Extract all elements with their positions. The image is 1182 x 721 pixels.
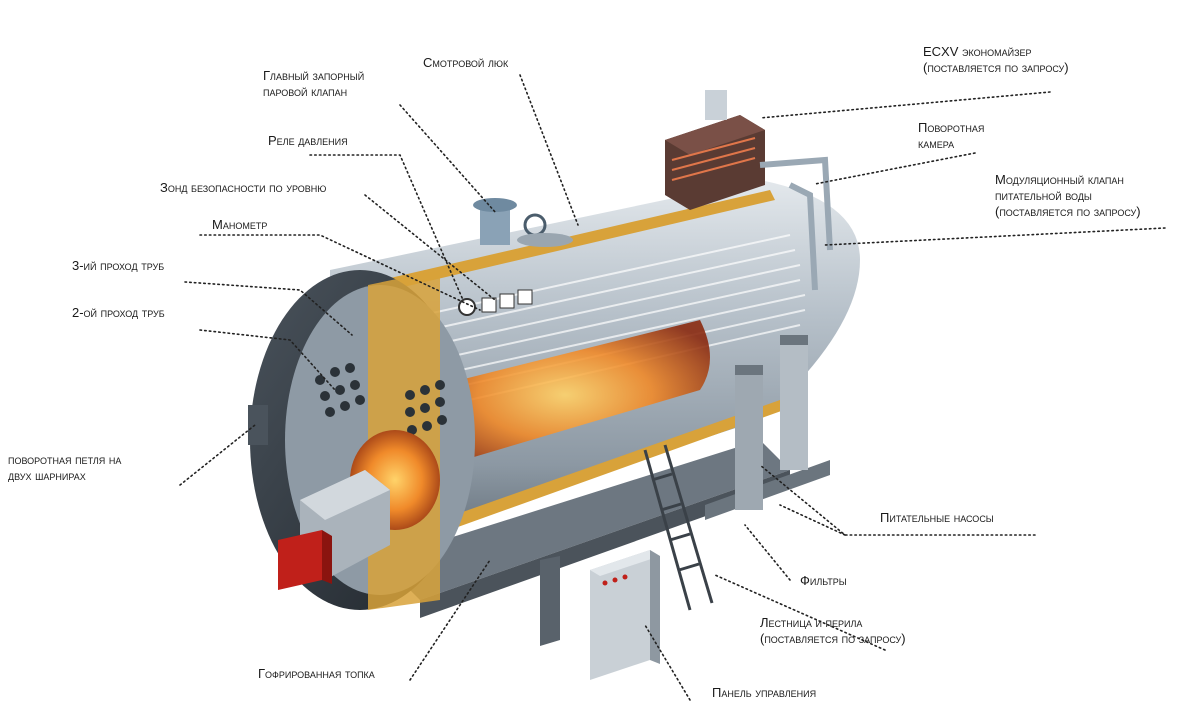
base-frame (380, 440, 790, 646)
label-zond: Зонд безопасности по уровню (160, 180, 327, 195)
label-ekonomaizer: ECXV экономайзер (поставляется по запрос… (923, 44, 1069, 75)
inspection-hatch (517, 233, 573, 247)
label-lestnitsa: Лестница и перила (поставляется по запро… (760, 615, 906, 646)
label-smotrovoi-luk: Смотровой люк (423, 55, 509, 70)
label-prokhod3: 3-ий проход труб (72, 258, 165, 273)
label-manometr: Манометр (212, 217, 268, 232)
economizer (665, 90, 765, 210)
hinge (248, 405, 268, 445)
feed-pumps (705, 335, 830, 520)
label-pitatelnye-nasosy: Питательные насосы (880, 510, 994, 525)
label-petlya: поворотная петля на двух шарнирах (8, 452, 122, 483)
gauge-panel (458, 289, 533, 316)
burner (278, 470, 390, 590)
ladder (643, 444, 714, 611)
label-filtry: Фильтры (800, 573, 847, 588)
leader-lines (179, 74, 1166, 701)
label-prokhod2: 2-ой проход труб (72, 305, 165, 320)
label-panel: Панель управления (712, 685, 817, 700)
label-rele-davleniya: Реле давления (268, 133, 348, 148)
feed-piping (759, 156, 833, 291)
label-glavnyi-klapan: Главный запорный паровой клапан (263, 68, 365, 99)
label-povorotnaya-kamera: Поворотная камера (918, 120, 985, 151)
label-topka: Гофрированная топка (258, 666, 375, 681)
label-modulyatsionnyi-klapan: Модуляционный клапан питательной воды (п… (995, 172, 1141, 219)
control-panel (590, 550, 660, 680)
